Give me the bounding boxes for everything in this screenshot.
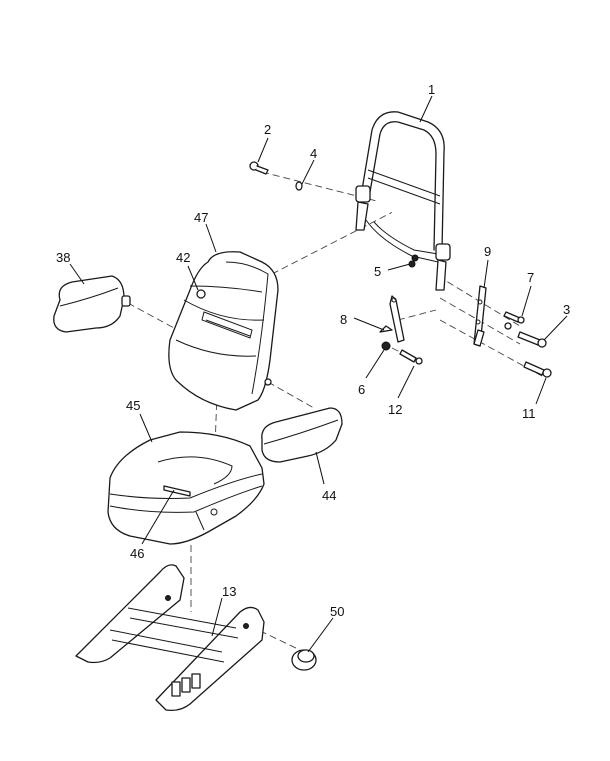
callout-labels: 1 2 4 5 7 3 9 8 6 12 11 38 42 47 45 44 4…	[56, 82, 570, 619]
callout-47: 47	[194, 210, 208, 225]
part-11-bolt	[523, 361, 552, 378]
part-6-nut	[381, 341, 391, 351]
part-45-seat-cushion	[107, 431, 265, 545]
callout-12: 12	[388, 402, 402, 417]
part-46-seat-handle	[163, 485, 191, 497]
callout-13: 13	[222, 584, 236, 599]
callout-11: 11	[522, 406, 536, 421]
part-8-lever-bracket	[379, 295, 405, 343]
part-1-backrest-frame	[355, 111, 451, 291]
callout-50: 50	[330, 604, 344, 619]
callout-42: 42	[176, 250, 190, 265]
callout-44: 44	[322, 488, 336, 503]
callout-38: 38	[56, 250, 70, 265]
part-44-right-armrest	[261, 407, 343, 463]
part-12-bolt	[399, 349, 423, 365]
callout-8: 8	[340, 312, 347, 327]
part-4-washer	[295, 181, 303, 191]
part-7-bolt	[503, 311, 525, 324]
callout-4: 4	[310, 146, 317, 161]
part-9-bracket	[473, 285, 487, 347]
part-3-bolt	[504, 322, 547, 348]
part-47-backrest-cushion	[168, 251, 279, 411]
part-2-bolt	[249, 161, 269, 175]
callout-1: 1	[428, 82, 435, 97]
callout-7: 7	[527, 270, 534, 285]
part-38-left-armrest	[53, 275, 131, 333]
callout-45: 45	[126, 398, 140, 413]
part-13-seat-frame	[75, 564, 265, 712]
part-50-knob	[291, 649, 317, 671]
callout-3: 3	[563, 302, 570, 317]
callout-46: 46	[130, 546, 144, 561]
callout-leader-lines	[69, 95, 568, 653]
callout-6: 6	[358, 382, 365, 397]
callout-5: 5	[374, 264, 381, 279]
callout-9: 9	[484, 244, 491, 259]
callout-2: 2	[264, 122, 271, 137]
